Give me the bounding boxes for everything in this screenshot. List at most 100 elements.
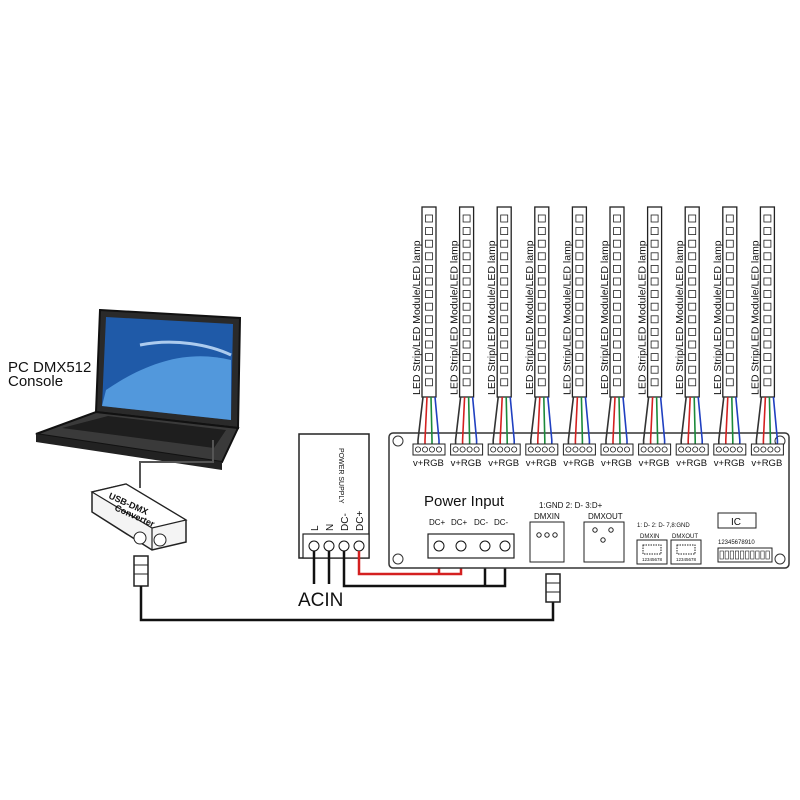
dmxin-label: DMXIN — [534, 512, 560, 521]
led-chip — [688, 277, 697, 286]
led-chip — [425, 365, 433, 374]
led-chip — [575, 290, 584, 299]
led-chip — [613, 353, 621, 362]
led-chip — [613, 340, 621, 349]
ps-terminal-dc-minus: DC- — [340, 513, 351, 531]
rj45-out-pins: 12345678 — [676, 557, 697, 562]
led-strip-label: LED Strip/LED Module/LED lamp — [599, 240, 611, 395]
led-chip — [462, 353, 471, 362]
channel-label: v+RGB — [413, 458, 444, 469]
power-terminal-label-2: DC+ — [451, 518, 468, 527]
led-chip — [613, 239, 621, 248]
terminal-screw — [435, 446, 442, 453]
dip-switch-key — [740, 550, 745, 560]
led-chip — [462, 252, 471, 261]
led-chip — [725, 227, 734, 236]
led-chip — [613, 252, 621, 261]
terminal-screw — [541, 446, 548, 453]
led-chip — [725, 365, 734, 374]
terminal-screw — [753, 446, 760, 453]
led-chip — [688, 214, 697, 223]
led-chip — [500, 327, 509, 336]
terminal-screw — [459, 446, 466, 453]
channel-terminal — [450, 443, 484, 456]
rj45-in-pins: 12345678 — [642, 557, 663, 562]
led-chip — [613, 264, 621, 273]
led-chip — [725, 214, 734, 223]
led-chip — [537, 378, 546, 387]
led-chip — [462, 340, 471, 349]
led-chip — [537, 315, 546, 324]
led-strip-1: LED Strip/LED Module/LED lamp v+RGB — [411, 206, 446, 469]
converter-xlr-plug — [133, 555, 149, 587]
terminal-screw — [736, 446, 743, 453]
ps-terminal-l: L — [310, 525, 321, 531]
power-terminal-label-3: DC- — [474, 518, 489, 527]
led-chip — [725, 290, 734, 299]
led-chip — [650, 214, 659, 223]
led-strip-label: LED Strip/LED Module/LED lamp — [712, 240, 724, 395]
led-chip — [537, 277, 546, 286]
dip-switch-numbers: 12345678910 — [718, 540, 755, 546]
led-chip — [725, 327, 734, 336]
led-chip — [575, 340, 584, 349]
channel-terminal — [600, 443, 634, 456]
led-chip — [613, 214, 621, 223]
ic-label: IC — [731, 517, 741, 528]
led-chip — [688, 302, 697, 311]
led-strips: LED Strip/LED Module/LED lamp v+RGB LED St… — [411, 206, 784, 469]
acin-label: ACIN — [298, 590, 343, 611]
led-chip — [763, 227, 772, 236]
led-chip — [537, 302, 546, 311]
led-chip — [688, 252, 697, 261]
dip-switch-key — [734, 550, 739, 560]
channel-label: v+RGB — [676, 458, 707, 469]
led-chip — [462, 365, 471, 374]
led-chip — [462, 214, 471, 223]
led-chip — [688, 340, 697, 349]
led-chip — [500, 252, 509, 261]
led-chip — [537, 227, 546, 236]
power-supply-title: POWER SUPPLY — [337, 448, 344, 504]
terminal-screw — [603, 446, 610, 453]
terminal-screw — [678, 446, 685, 453]
led-chip — [462, 302, 471, 311]
led-chip — [537, 252, 546, 261]
led-chip — [613, 378, 621, 387]
terminal-screw — [579, 446, 586, 453]
led-chip — [650, 353, 659, 362]
led-chip — [688, 353, 697, 362]
channel-label: v+RGB — [751, 458, 782, 469]
led-chip — [537, 327, 546, 336]
led-chip — [725, 353, 734, 362]
terminal-screw — [497, 446, 504, 453]
led-chip — [613, 227, 621, 236]
led-chip — [500, 239, 509, 248]
led-strip-label: LED Strip/LED Module/LED lamp — [411, 240, 423, 395]
led-chip — [575, 353, 584, 362]
led-chip — [613, 365, 621, 374]
led-chip — [763, 290, 772, 299]
led-chip — [500, 353, 509, 362]
led-chip — [650, 264, 659, 273]
led-strip-label: LED Strip/LED Module/LED lamp — [749, 240, 761, 395]
led-chip — [725, 340, 734, 349]
controller-xlr-plug — [545, 573, 561, 603]
led-chip — [763, 264, 772, 273]
led-chip — [725, 315, 734, 324]
led-chip — [462, 327, 471, 336]
led-chip — [425, 290, 433, 299]
console-label-line2: Console — [8, 373, 63, 390]
led-chip — [725, 264, 734, 273]
led-chip — [575, 239, 584, 248]
terminal-screw — [466, 446, 473, 453]
power-supply — [298, 433, 370, 559]
terminal-screw — [722, 446, 729, 453]
rj45-dmxout-label: DMXOUT — [672, 534, 698, 540]
led-chip — [575, 252, 584, 261]
channel-label: v+RGB — [451, 458, 482, 469]
